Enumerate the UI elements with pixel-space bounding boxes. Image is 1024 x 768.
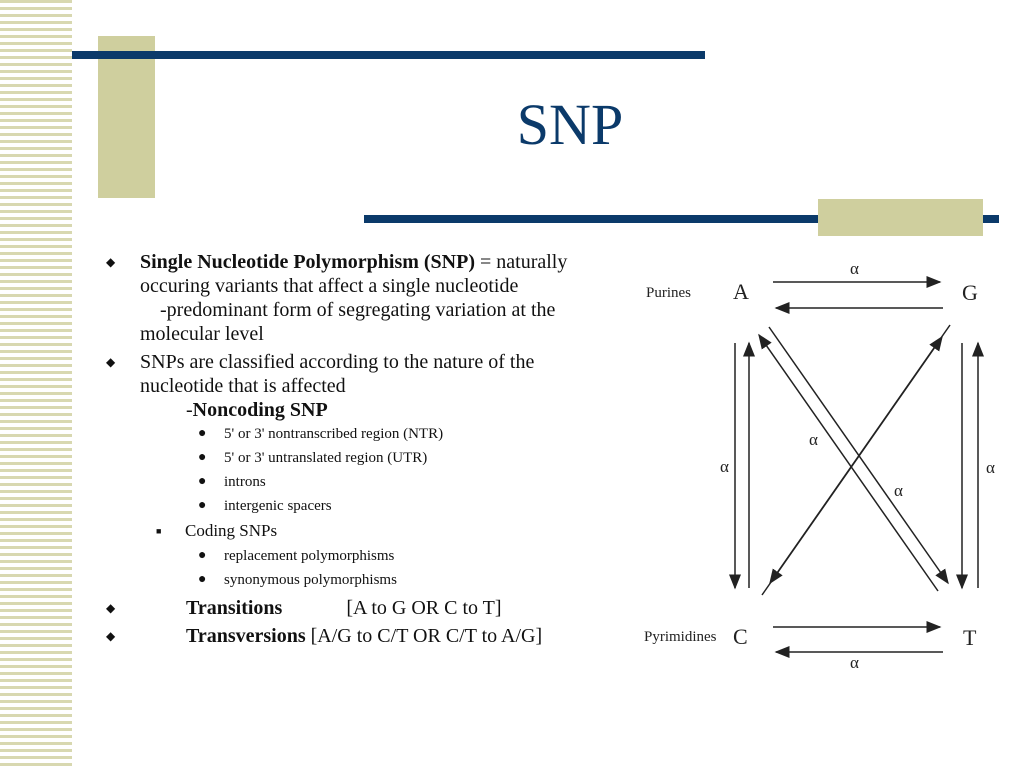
arrow-c-to-g — [761, 335, 943, 596]
slide-title: SNP — [516, 92, 624, 157]
arrow-t-to-a — [758, 333, 939, 592]
list-item: ●5' or 3' nontranscribed region (NTR) — [100, 422, 620, 446]
purines-label: Purines — [646, 285, 691, 301]
bullet-transitions: ◆ Transitions[A to G OR C to T] — [106, 597, 502, 619]
decor-bar-middle — [364, 215, 999, 223]
list-item: ●synonymous polymorphisms — [100, 568, 620, 592]
node-t: T — [963, 625, 977, 650]
striped-margin — [0, 0, 72, 768]
alpha-label-bottom: α — [850, 653, 859, 672]
decor-block-top — [98, 36, 155, 198]
slide-body: ◆ Single Nucleotide Polymorphism (SNP) =… — [100, 250, 620, 648]
bullet-text: = naturally occuring variants that affec… — [140, 251, 568, 297]
round-bullet-icon: ● — [198, 426, 207, 441]
bullet-snp-definition: ◆ Single Nucleotide Polymorphism (SNP) =… — [100, 250, 620, 346]
round-bullet-icon: ● — [198, 548, 207, 563]
decor-block-right — [818, 199, 983, 236]
bullet-transversions: ◆ Transversions [A/G to C/T OR C/T to A/… — [106, 625, 543, 647]
coding-snps-heading: ■Coding SNPs — [100, 518, 620, 544]
list-item: ●5' or 3' untranslated region (UTR) — [100, 446, 620, 470]
round-bullet-icon: ● — [198, 450, 207, 465]
substitution-diagram: Purines A G Pyrimidines C T α α α α α α — [644, 259, 995, 672]
round-bullet-icon: ● — [198, 572, 207, 587]
round-bullet-icon: ● — [198, 498, 207, 513]
bullet-bold-text: Single Nucleotide Polymorphism (SNP) — [140, 251, 475, 273]
list-item: ●replacement polymorphisms — [100, 544, 620, 568]
alpha-label-right: α — [986, 458, 995, 477]
diamond-bullet-icon: ◆ — [106, 355, 116, 369]
alpha-label-diagonal-a: α — [809, 430, 818, 449]
diamond-bullet-icon: ◆ — [106, 601, 116, 615]
alpha-label-top: α — [850, 259, 859, 278]
bullet-text: SNPs are classified according to the nat… — [140, 351, 535, 397]
diamond-bullet-icon: ◆ — [106, 629, 116, 643]
bullet-classification: ◆ SNPs are classified according to the n… — [106, 351, 535, 421]
alpha-label-diagonal-b: α — [894, 481, 903, 500]
list-item: ●introns — [100, 470, 620, 494]
round-bullet-icon: ● — [198, 474, 207, 489]
pyrimidines-label: Pyrimidines — [644, 629, 717, 645]
decor-bar-top — [72, 51, 705, 59]
node-a: A — [733, 279, 749, 304]
diamond-bullet-icon: ◆ — [106, 255, 116, 269]
node-c: C — [733, 624, 748, 649]
square-bullet-icon: ■ — [156, 526, 162, 536]
node-g: G — [962, 280, 978, 305]
alpha-label-left: α — [720, 457, 729, 476]
list-item: ●intergenic spacers — [100, 494, 620, 518]
bullet-subline: -predominant form of segregating variati… — [140, 299, 556, 345]
noncoding-heading: Noncoding SNP — [192, 399, 328, 421]
